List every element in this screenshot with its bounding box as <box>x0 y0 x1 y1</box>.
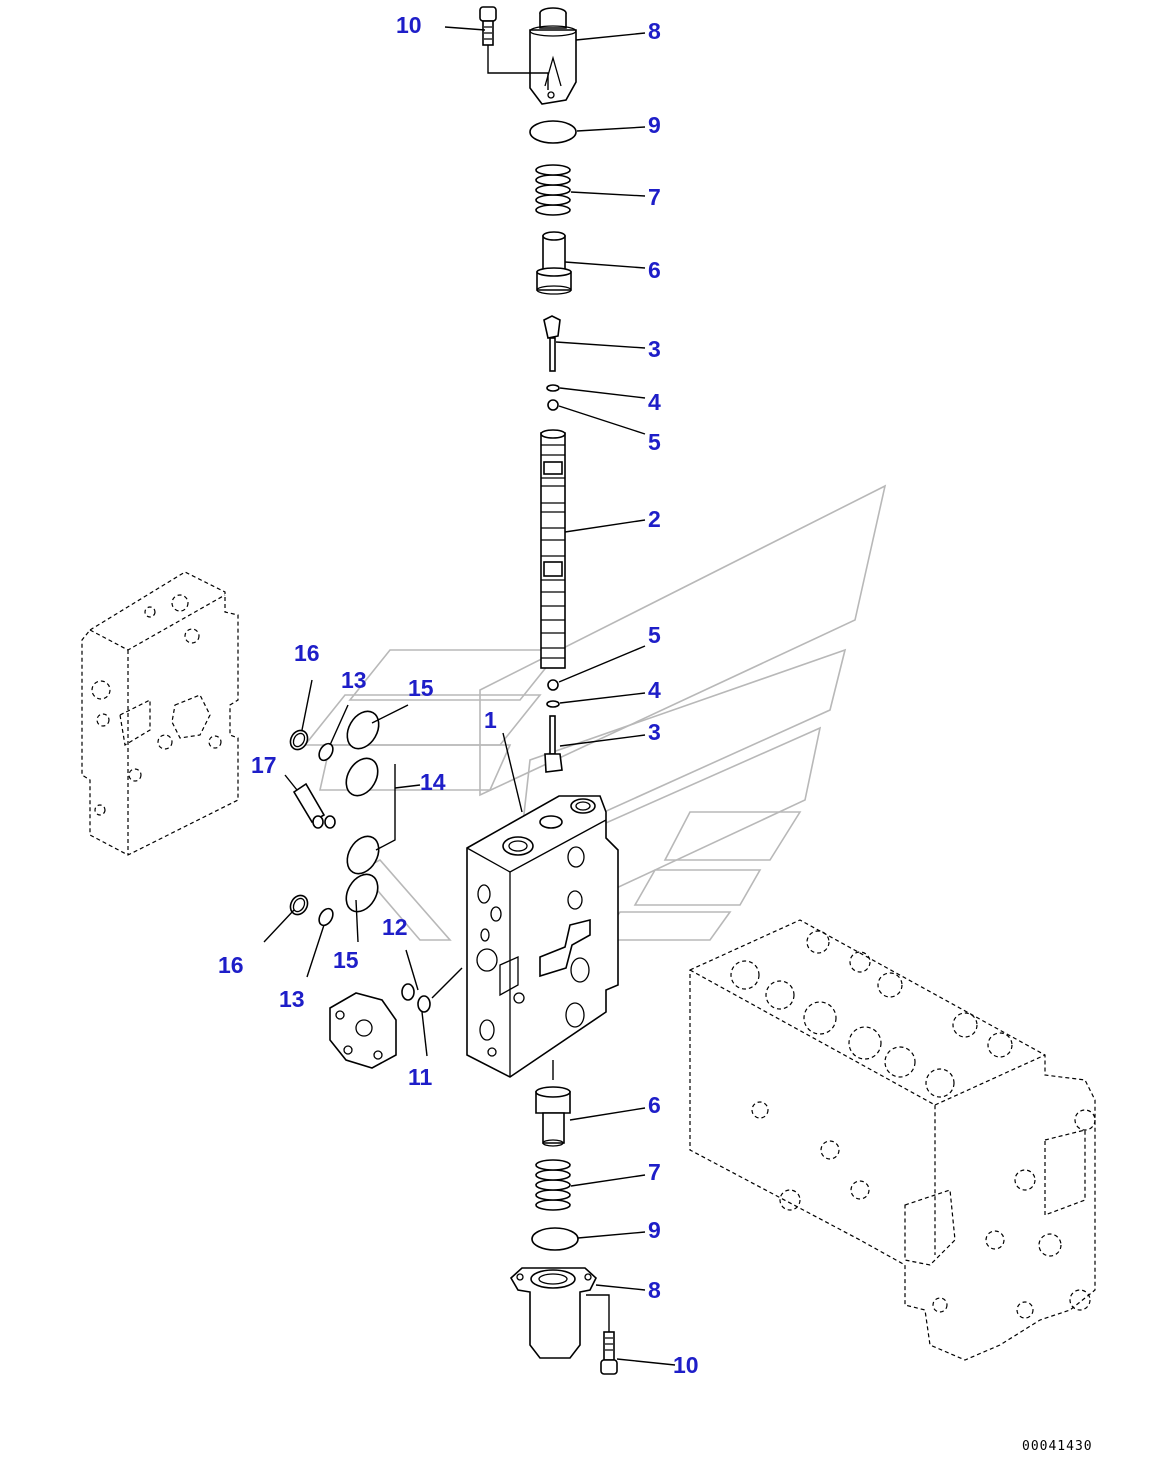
callout-9-top: 9 <box>648 112 661 138</box>
part-17-plug <box>292 782 336 829</box>
part-4-ring-top <box>546 384 560 392</box>
callout-8-lower: 8 <box>648 1277 661 1303</box>
callout-1: 1 <box>484 707 497 733</box>
callout-7-top: 7 <box>648 184 661 210</box>
callout-11: 11 <box>408 1064 433 1090</box>
callout-5-lower: 5 <box>648 622 661 648</box>
part-12-oring-pair <box>401 983 431 1013</box>
callout-3-top: 3 <box>648 336 661 362</box>
part-7-spring-top <box>535 164 571 216</box>
part-6-retainer-top <box>536 231 572 295</box>
callout-13-upper: 13 <box>341 667 367 693</box>
callout-8-top: 8 <box>648 18 661 44</box>
callout-3-lower: 3 <box>648 719 661 745</box>
part-9-oring-top <box>529 120 577 144</box>
part-13-oring-lower <box>318 907 334 927</box>
callout-6-lower: 6 <box>648 1092 661 1118</box>
part-10-bolt-top <box>479 6 497 46</box>
callout-labels: 10 8 9 7 6 3 4 5 2 5 4 3 1 16 13 15 17 1… <box>218 12 699 1378</box>
reference-main-valve-drawing <box>689 919 1096 1361</box>
callout-16-lower: 16 <box>218 952 244 978</box>
callout-15-lower: 15 <box>333 947 359 973</box>
callout-15-upper: 15 <box>408 675 434 701</box>
part-15-oring-upper <box>346 710 380 750</box>
leader-lines <box>263 26 676 1366</box>
part-2-spool <box>540 429 566 669</box>
part-3-pin-top <box>543 315 561 372</box>
callout-13-lower: 13 <box>279 986 305 1012</box>
callout-16-upper: 16 <box>294 640 320 666</box>
callout-4-lower: 4 <box>648 677 661 703</box>
part-5-ball-top <box>547 399 559 411</box>
part-7-spring-lower <box>535 1159 571 1211</box>
callout-12: 12 <box>382 914 408 940</box>
part-6-retainer-lower <box>535 1086 571 1147</box>
part-4-ring-lower <box>546 700 560 708</box>
callout-2: 2 <box>648 506 661 532</box>
callout-9-lower: 9 <box>648 1217 661 1243</box>
part-8-cap-top <box>529 7 577 105</box>
part-16-ring-lower <box>289 894 309 916</box>
part-8-cap-lower <box>509 1267 597 1359</box>
callout-10-top: 10 <box>396 12 422 38</box>
callout-10-lower: 10 <box>673 1352 699 1378</box>
part-1-valve-body <box>466 795 619 1078</box>
document-number: 00041430 <box>1022 1439 1093 1454</box>
part-9-oring-lower <box>531 1227 579 1251</box>
callout-17: 17 <box>251 752 277 778</box>
part-14-oring-b <box>346 835 380 875</box>
part-10-bolt-lower <box>600 1331 618 1375</box>
callout-6-top: 6 <box>648 257 661 283</box>
part-16-ring-upper <box>289 729 309 751</box>
callout-7-lower: 7 <box>648 1159 661 1185</box>
part-3-pin-lower <box>544 715 563 773</box>
callout-14: 14 <box>420 769 446 795</box>
part-15-oring-lower <box>345 873 379 913</box>
reference-valve-section-drawing <box>81 571 239 856</box>
part-14-oring-a <box>345 757 379 797</box>
part-11-cover <box>329 992 397 1069</box>
callout-4-top: 4 <box>648 389 661 415</box>
callout-5-top: 5 <box>648 429 661 455</box>
part-5-ball-lower <box>547 679 559 691</box>
